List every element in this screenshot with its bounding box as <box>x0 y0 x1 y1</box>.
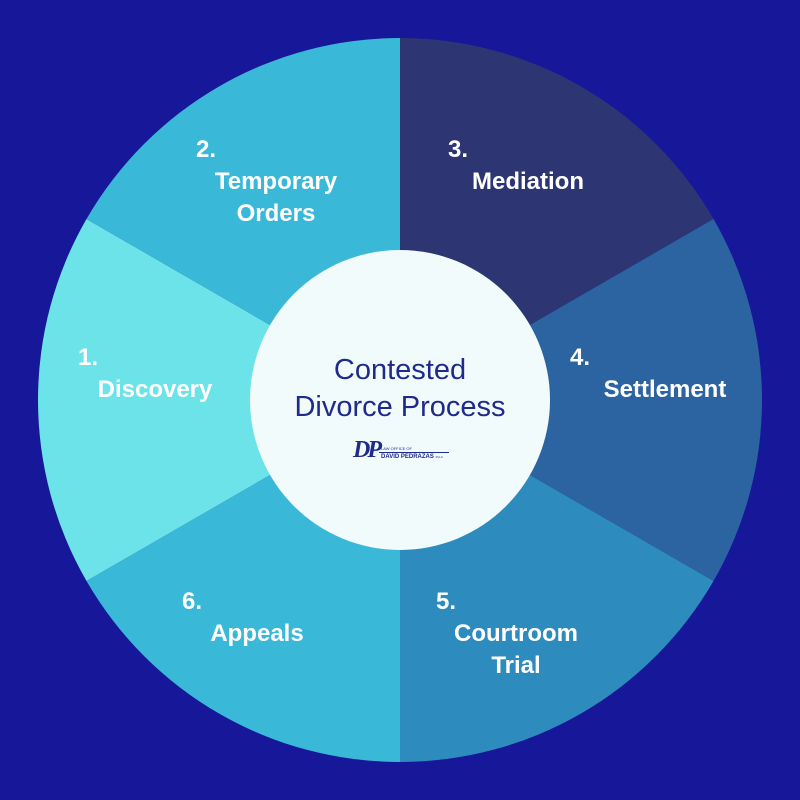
segment-settlement <box>400 219 762 581</box>
segment-number: 2. <box>196 136 217 163</box>
segment-label-courtroom-trial: 5. Courtroom Trial <box>436 586 596 682</box>
logo-name: DAVID PEDRAZAS PLLC <box>381 454 443 461</box>
segment-name: Mediation <box>472 168 584 195</box>
segment-name: Appeals <box>210 620 304 647</box>
segment-label-settlement: 4. Settlement <box>570 342 760 406</box>
law-office-logo: DP LAW OFFICE OF DAVID PEDRAZAS PLLC <box>353 437 449 467</box>
segment-name: Courtroom Trial <box>454 620 578 679</box>
center-hub <box>250 250 550 550</box>
segment-label-mediation: 3. Mediation <box>448 134 608 198</box>
segment-label-temporary-orders: 2. Temporary Orders <box>196 134 356 230</box>
segment-number: 1. <box>78 344 99 371</box>
segment-discovery <box>38 219 401 581</box>
logo-mark: DP <box>353 437 382 463</box>
logo-name-text: DAVID PEDRAZAS <box>381 454 434 460</box>
segment-name: Temporary Orders <box>214 168 338 227</box>
segment-number: 6. <box>182 588 203 615</box>
segment-label-discovery: 1. Discovery <box>70 342 240 406</box>
segment-name: Settlement <box>603 376 727 403</box>
segment-number: 5. <box>436 588 457 615</box>
segment-number: 3. <box>448 136 469 163</box>
segment-name: Discovery <box>97 376 213 403</box>
center-title-line2: Divorce Process <box>294 391 506 423</box>
logo-divider <box>379 452 449 453</box>
logo-top-text: LAW OFFICE OF <box>381 446 412 451</box>
segment-number: 4. <box>570 344 591 371</box>
segment-label-appeals: 6. Appeals <box>182 586 332 650</box>
center-title: Contested Divorce Process <box>250 352 550 426</box>
center-title-line1: Contested <box>333 354 467 386</box>
logo-suffix-text: PLLC <box>435 455 444 459</box>
